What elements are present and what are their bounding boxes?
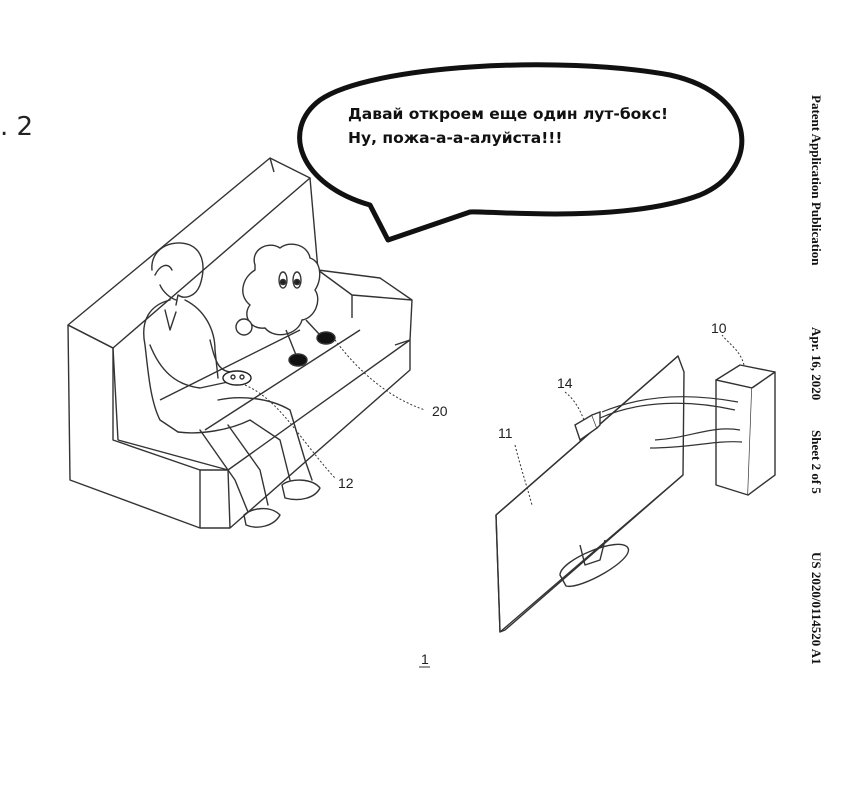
sheet-number: Sheet 2 of 5 — [809, 430, 824, 494]
ref-numeral-camera: 14 — [557, 375, 573, 391]
patent-number: US 2020/0114520 A1 — [809, 552, 824, 665]
speech-line-2: Ну, пожа-а-а-алуйста!!! — [348, 129, 563, 147]
ref-numeral-display: 11 — [498, 425, 513, 441]
sofa — [67, 157, 413, 529]
publication-date: Apr. 16, 2020 — [809, 327, 824, 401]
system-reference-number: 1 — [421, 651, 429, 667]
patent-header: Patent Application Publication Apr. 16, … — [808, 95, 838, 695]
game-console — [715, 364, 776, 496]
ref-numeral-console: 10 — [711, 320, 727, 336]
leader-lines — [244, 334, 745, 506]
speech-bubble-text: Давай откроем еще один лут-бокс! Ну, пож… — [348, 102, 708, 150]
figure-label: . 2 — [0, 112, 34, 142]
game-controller — [222, 370, 252, 386]
camera-device — [574, 410, 601, 442]
person-player — [143, 242, 321, 528]
robot-companion — [235, 243, 336, 367]
ref-numeral-controller: 12 — [338, 475, 354, 491]
cables — [599, 396, 743, 449]
display-monitor — [495, 355, 685, 633]
publication-type: Patent Application Publication — [809, 95, 824, 266]
speech-bubble — [297, 62, 745, 243]
ref-numeral-robot: 20 — [432, 403, 448, 419]
speech-line-1: Давай откроем еще один лут-бокс! — [348, 105, 669, 123]
